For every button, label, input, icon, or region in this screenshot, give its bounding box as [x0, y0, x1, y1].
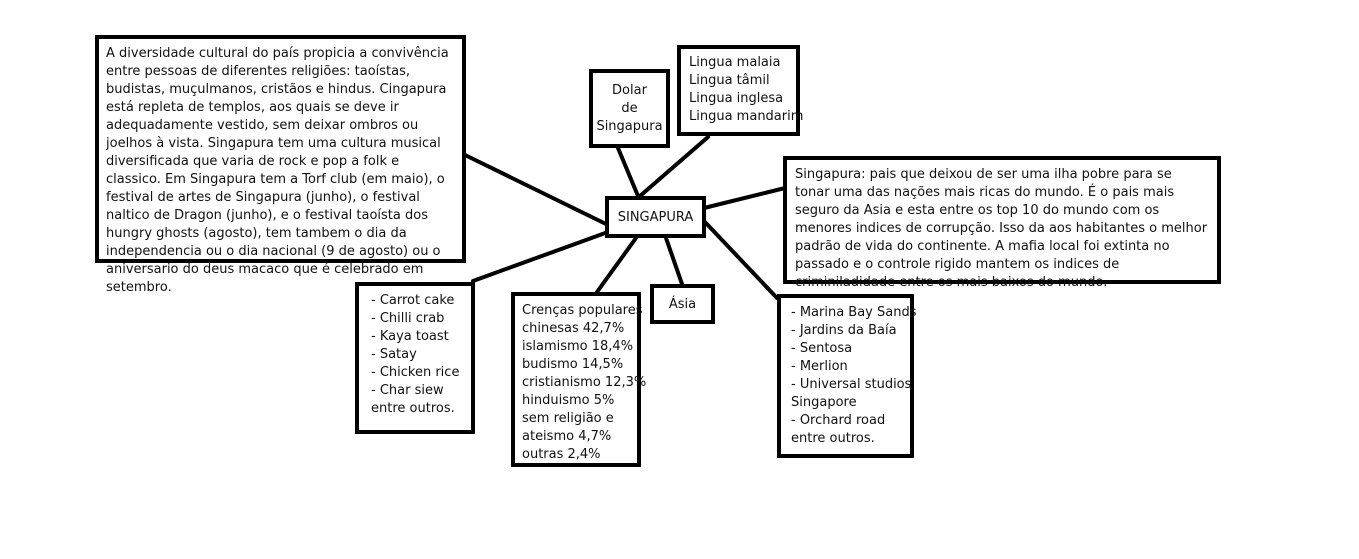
attraction-item: Singapore: [791, 395, 857, 410]
overview-node: Singapura: pais que deixou de ser uma il…: [783, 156, 1221, 290]
attraction-item: - Marina Bay Sands: [791, 305, 917, 320]
religion-item: ateismo 4,7%: [522, 429, 612, 444]
continent-node: Ásia: [650, 284, 715, 324]
religion-item: chinesas 42,7%: [522, 321, 625, 336]
food-item: entre outros.: [371, 401, 455, 416]
connector-languages: [638, 135, 710, 198]
culture-text: A diversidade cultural do país propicia …: [106, 46, 449, 295]
attraction-item: - Merlion: [791, 359, 848, 374]
language-item: Lingua malaia: [689, 55, 781, 70]
religion-item: budismo 14,5%: [522, 357, 624, 372]
culture-node: A diversidade cultural do país propicia …: [95, 35, 466, 295]
currency-node: Dolar de Singapura: [589, 69, 670, 148]
language-item: Lingua mandarim: [689, 109, 804, 124]
food-item: - Carrot cake: [371, 293, 455, 308]
attraction-item: entre outros.: [791, 431, 875, 446]
connector-religion: [595, 236, 638, 294]
food-item: - Chilli crab: [371, 311, 445, 326]
overview-text: Singapura: pais que deixou de ser uma il…: [795, 167, 1208, 290]
center-label: SINGAPURA: [617, 210, 694, 225]
connector-food: [471, 230, 610, 283]
religion-item: sem religião e: [522, 411, 614, 426]
attraction-item: - Universal studios: [791, 377, 912, 392]
currency-line-3: Singapura: [596, 119, 663, 134]
attractions-node: - Marina Bay Sands - Jardins da Baía - S…: [777, 294, 917, 458]
food-item: - Satay: [371, 347, 417, 362]
language-item: Lingua inglesa: [689, 91, 784, 106]
connector-continent: [664, 236, 684, 286]
religion-item: hinduismo 5%: [522, 393, 615, 408]
connector-overview: [702, 186, 787, 210]
food-node: - Carrot cake - Chilli crab - Kaya toast…: [355, 282, 475, 434]
religion-node: Crenças populares chinesas 42,7% islamis…: [511, 292, 647, 467]
religion-item: Crenças populares: [522, 303, 643, 318]
food-item: - Chicken rice: [371, 365, 460, 380]
center-node: SINGAPURA: [605, 196, 706, 238]
attraction-item: - Sentosa: [791, 341, 853, 356]
religion-item: islamismo 18,4%: [522, 339, 634, 354]
food-item: - Char siew: [371, 383, 444, 398]
connector-currency: [616, 146, 640, 198]
currency-line-1: Dolar: [612, 83, 647, 98]
religion-item: cristianismo 12,3%: [522, 375, 647, 390]
currency-line-2: de: [621, 101, 638, 116]
attraction-item: - Orchard road: [791, 413, 886, 428]
continent-label: Ásia: [668, 297, 697, 312]
language-item: Lingua tâmil: [689, 73, 770, 88]
languages-node: Lingua malaia Lingua tâmil Lingua ingles…: [677, 45, 804, 136]
connector-attractions: [702, 219, 779, 300]
food-item: - Kaya toast: [371, 329, 449, 344]
attraction-item: - Jardins da Baía: [791, 323, 897, 338]
connector-culture: [463, 153, 610, 227]
religion-item: outras 2,4%: [522, 447, 601, 462]
